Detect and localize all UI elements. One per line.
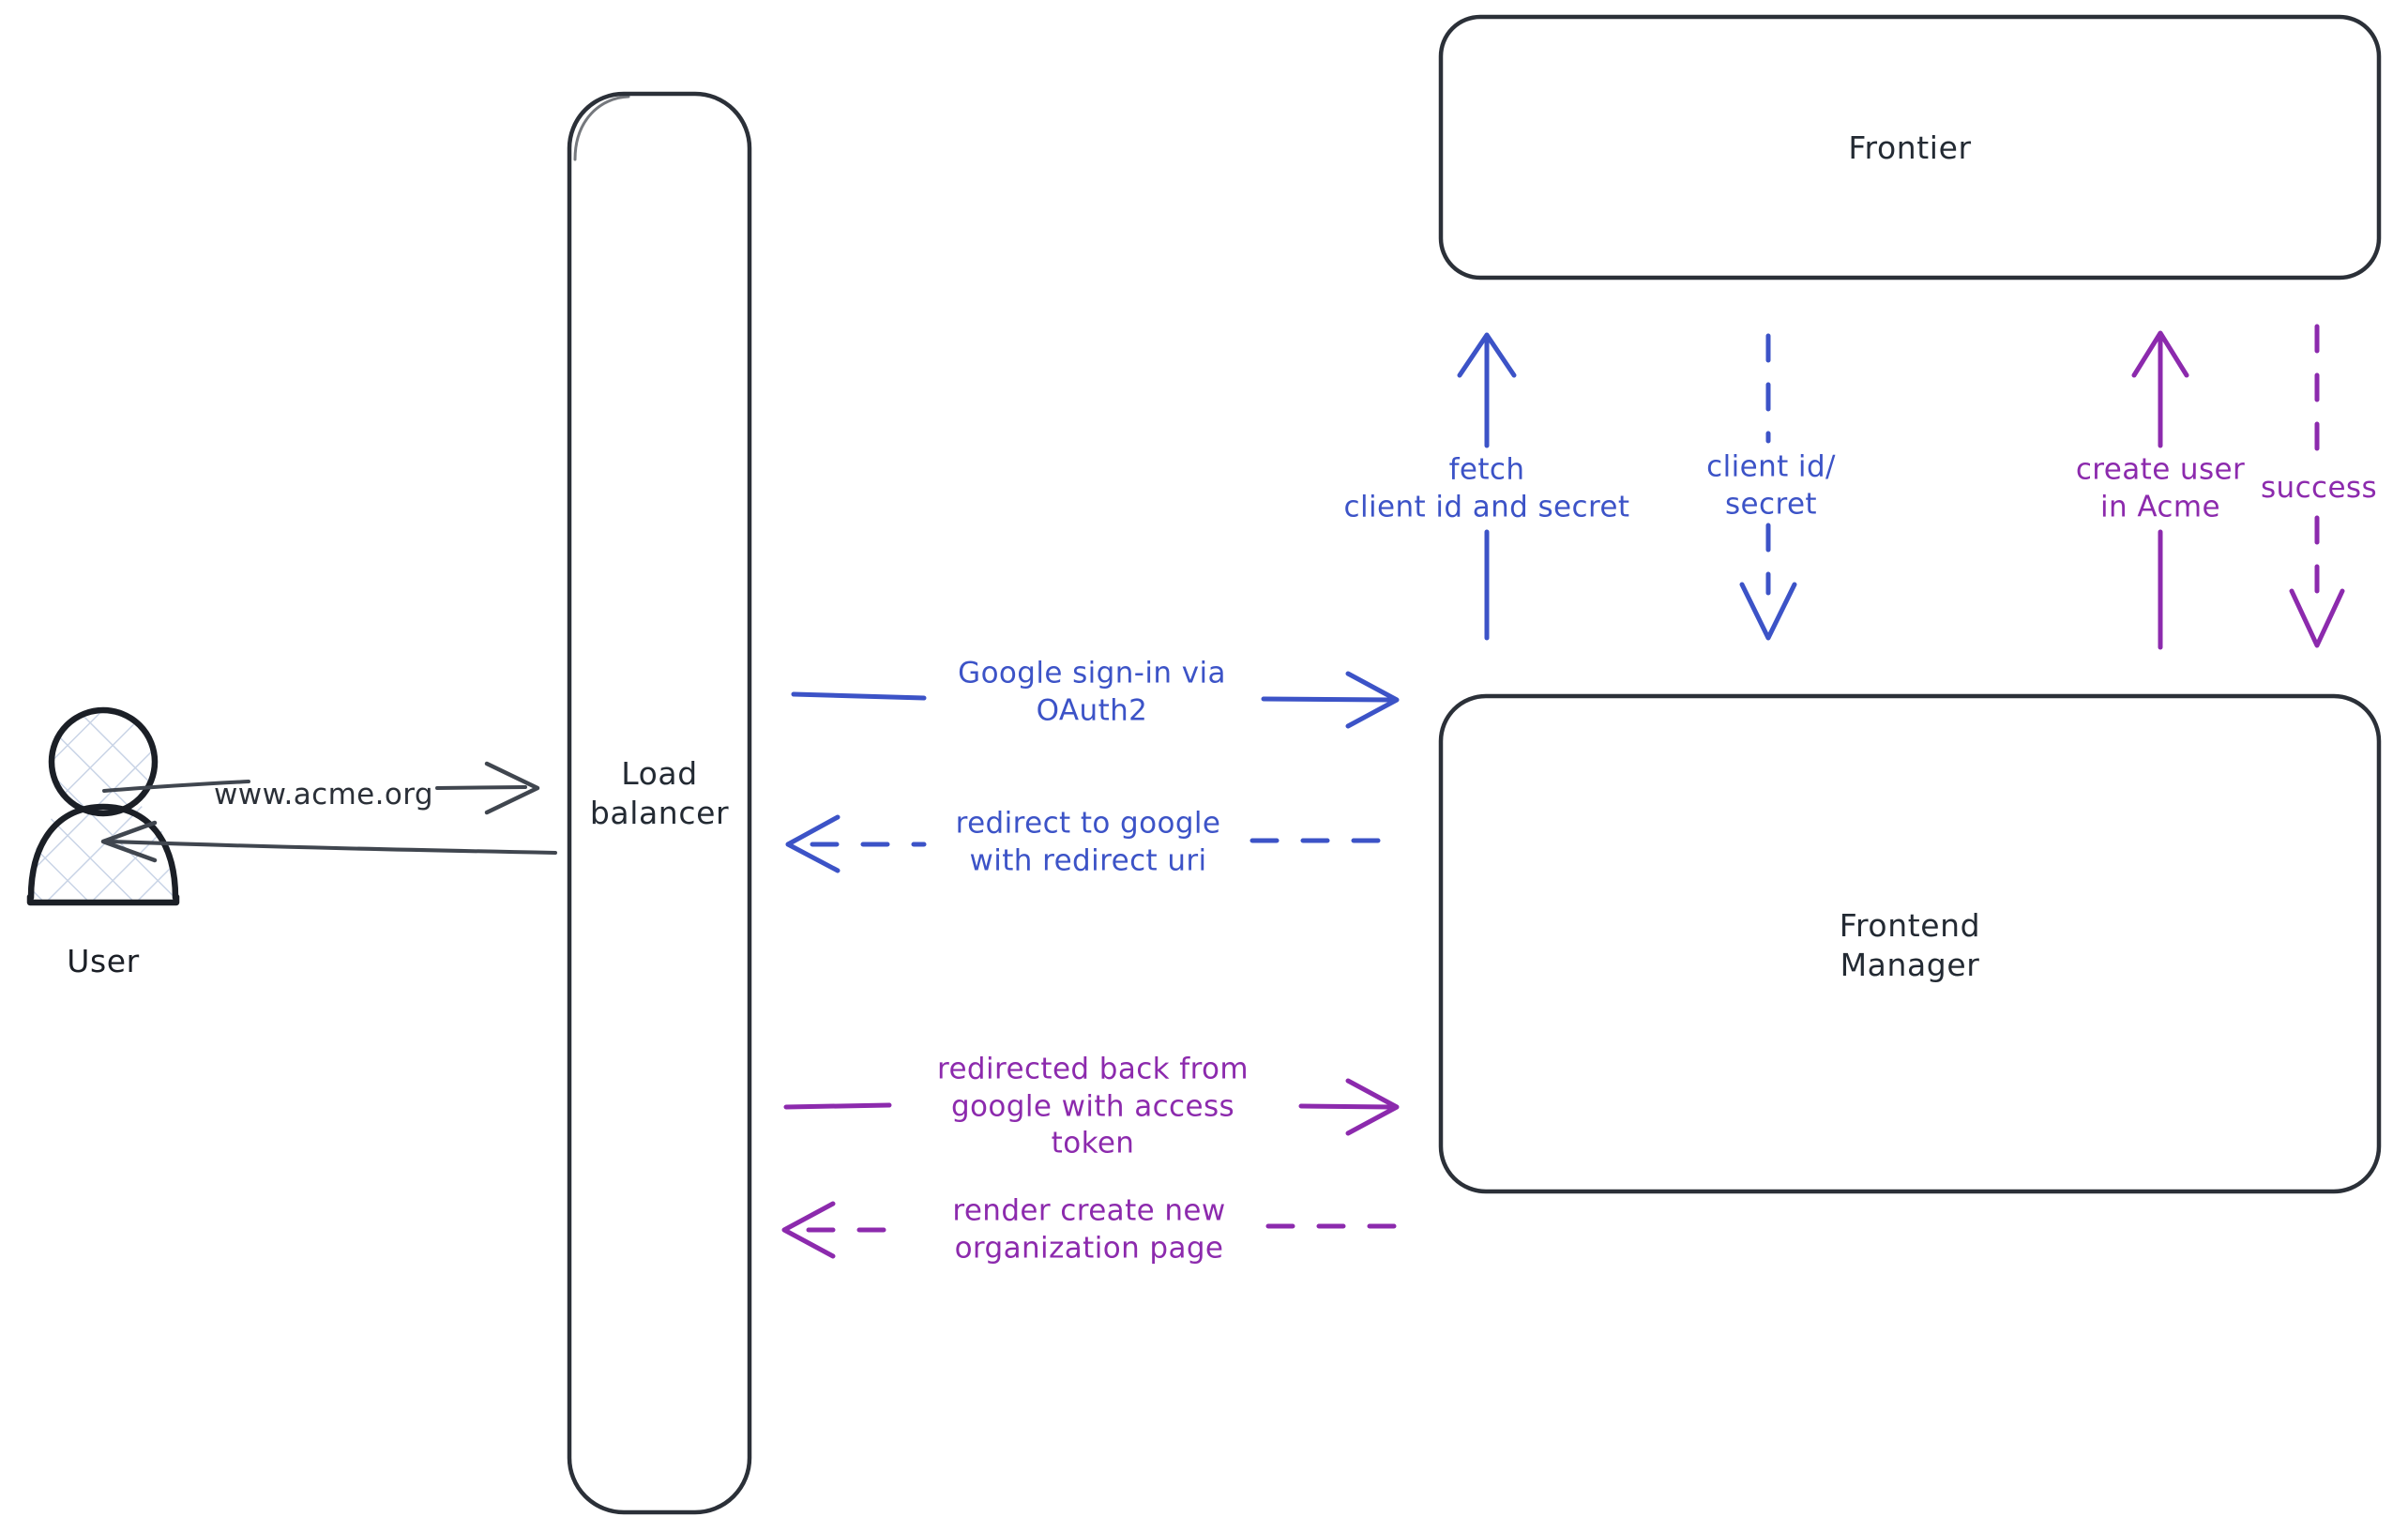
node-frontier-shape[interactable]: [1438, 14, 2382, 281]
edge-redirected-back-arrow: [783, 1078, 1400, 1136]
node-frontend-manager-shape[interactable]: [1438, 693, 2382, 1194]
edge-user-to-lb-arrow: [102, 761, 540, 815]
node-load-balancer-shape[interactable]: [567, 91, 752, 1515]
edge-client-id-secret-arrow: [1739, 333, 1797, 641]
edge-google-signin-arrow: [791, 671, 1400, 729]
edge-fetch-client-id-arrow: [1457, 332, 1517, 641]
edge-success-arrow: [2289, 324, 2345, 648]
edge-redirect-to-google-arrow: [785, 814, 1405, 873]
edge-render-org-page-arrow: [781, 1201, 1405, 1259]
user-actor-icon: [26, 706, 180, 906]
edge-lb-to-user-arrow: [100, 820, 557, 863]
edge-create-user-arrow: [2131, 330, 2189, 650]
